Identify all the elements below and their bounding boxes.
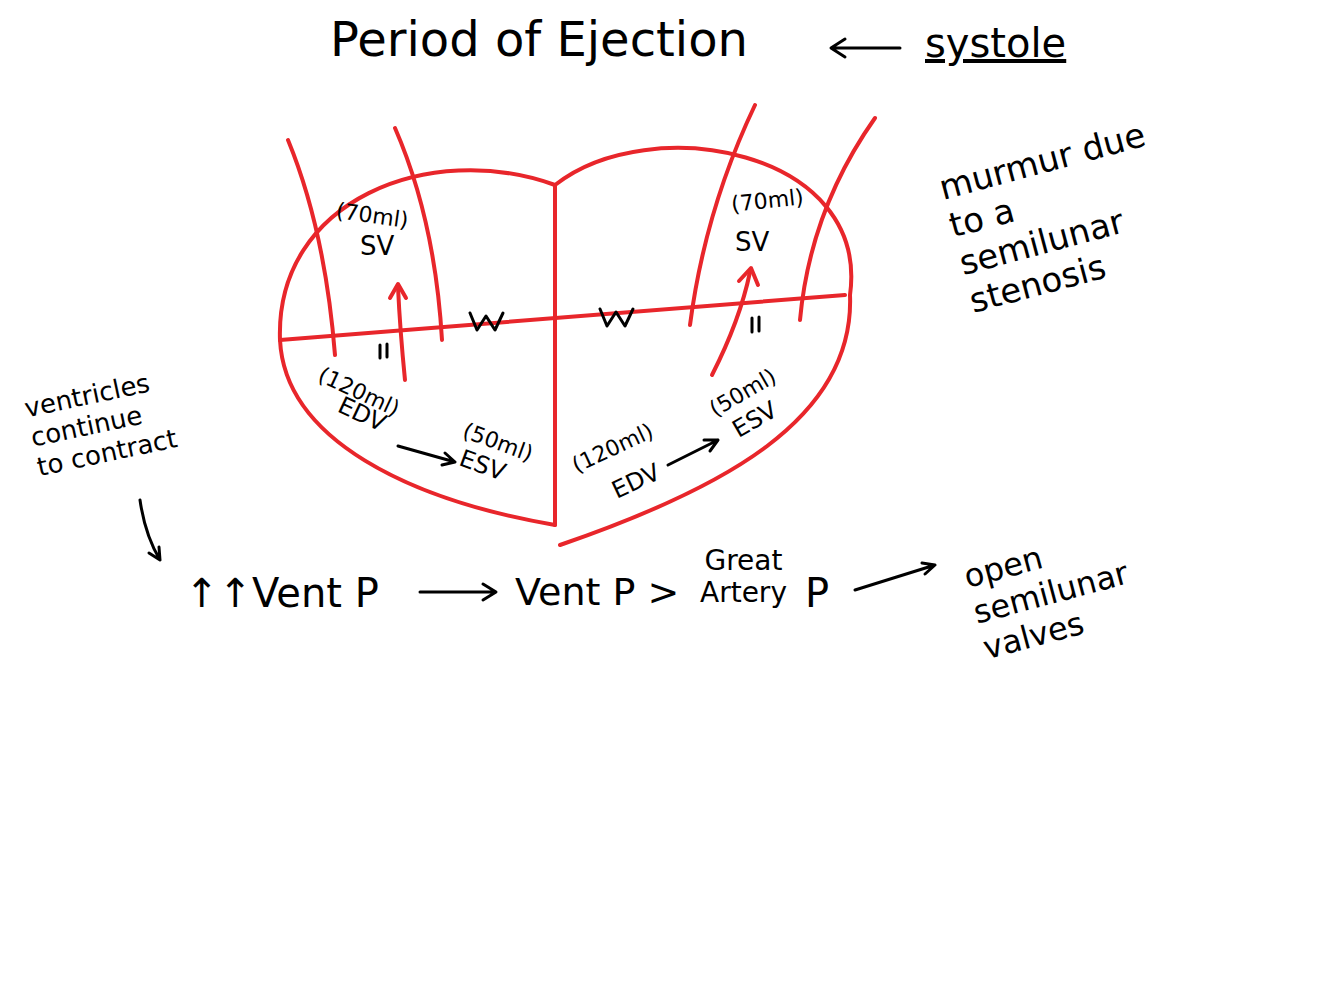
heart-outline (280, 148, 851, 545)
title-arrow (831, 39, 900, 57)
vessel-wall (288, 140, 335, 355)
chain-step: P (805, 570, 829, 616)
chain-arrow (420, 584, 496, 600)
note-arrow (140, 500, 160, 560)
flow-arrowhead (390, 284, 406, 298)
chain-step: open semilunar valves (960, 519, 1142, 667)
closed-valve-symbol (470, 313, 503, 330)
vessel-wall (800, 118, 875, 320)
volume-arrow (398, 446, 455, 465)
chain-step: Great Artery (700, 545, 787, 609)
heart-outline-left (280, 340, 555, 525)
valve-plane (280, 295, 845, 340)
title: Period of Ejection (330, 12, 748, 67)
section-tag: systole (925, 20, 1066, 66)
volume-name: EDV (608, 459, 665, 505)
flow-arrow (398, 287, 405, 380)
flow-arrow (712, 272, 750, 375)
volume-arrow (668, 440, 718, 465)
septum (553, 185, 557, 525)
volume-name: SV (360, 232, 394, 262)
chain-step: Vent P > (515, 571, 679, 615)
chain-arrow (855, 563, 935, 590)
open-valve-symbol (380, 344, 387, 358)
open-valve-symbol (752, 317, 759, 332)
closed-valve-symbol (600, 309, 633, 326)
note: ventricles continue to contract (22, 365, 180, 482)
vessel-wall (395, 128, 442, 340)
volume-value: (70ml) (334, 198, 410, 233)
volume-name: SV (735, 228, 769, 258)
volume-value: (70ml) (730, 184, 805, 217)
flow-arrowhead (739, 268, 758, 285)
chain-step: ↑↑Vent P (185, 570, 379, 616)
note: murmur due to a semilunar stenosis (935, 115, 1180, 321)
